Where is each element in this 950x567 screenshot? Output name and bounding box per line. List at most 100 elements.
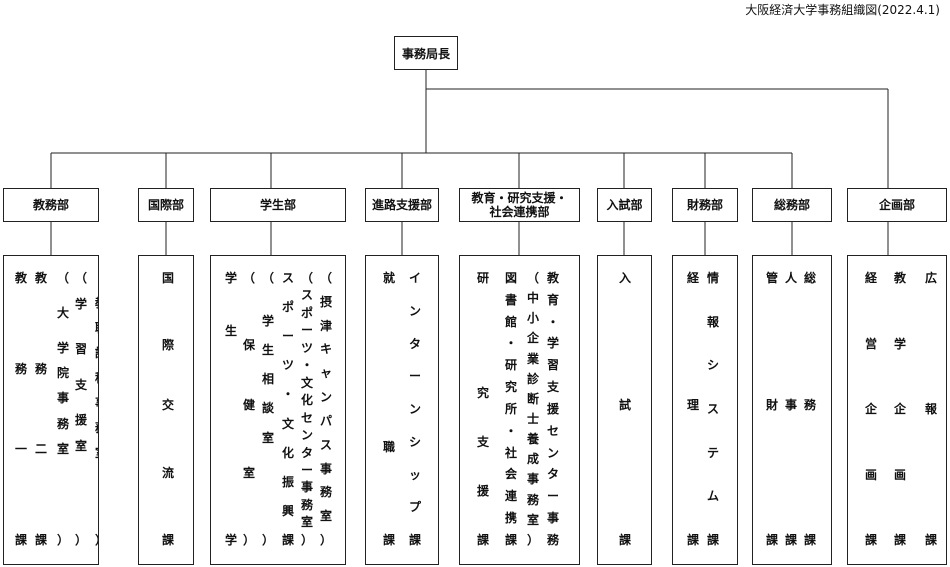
unit-char: 経 — [864, 271, 877, 285]
unit-char — [13, 468, 29, 479]
unit-char — [73, 286, 89, 296]
unit-char — [685, 429, 701, 437]
unit-char — [892, 483, 908, 499]
unit-char: ） — [526, 532, 539, 547]
unit-char — [241, 315, 257, 322]
unit-char — [863, 385, 879, 401]
unit-char — [617, 389, 633, 397]
unit-char: 事 — [300, 480, 313, 495]
unit-char — [783, 286, 799, 294]
unit-char: シ — [408, 434, 421, 449]
unit-char — [13, 511, 29, 522]
unit-char — [260, 466, 276, 473]
unit-char — [160, 413, 176, 420]
unit-char: 課 — [161, 532, 174, 547]
unit-char: ス — [706, 401, 719, 416]
unit-char: 交 — [161, 398, 174, 413]
unit-char: 院 — [56, 365, 69, 380]
unit-char: 国 — [161, 271, 174, 285]
unit-char — [764, 310, 780, 318]
unit-char — [73, 512, 89, 522]
unit-char — [13, 329, 29, 340]
unit-char — [475, 467, 491, 483]
unit-char: ー — [300, 323, 313, 338]
dept-name-line: 国際部 — [147, 198, 184, 212]
unit-char: 務 — [803, 398, 816, 413]
unit-char — [260, 335, 276, 342]
unit-char — [617, 342, 633, 350]
unit-char: 社 — [504, 445, 517, 460]
unit-char — [705, 474, 721, 488]
unit-char — [93, 411, 98, 420]
unit-char — [241, 435, 257, 442]
unit-char — [923, 286, 939, 302]
unit-char: 健 — [242, 398, 255, 413]
unit-char: 課 — [14, 533, 27, 548]
unit-char: 館 — [504, 314, 517, 329]
unit-char: ポ — [300, 305, 313, 320]
unit-char — [241, 457, 257, 464]
unit-char — [783, 373, 799, 381]
unit-char — [923, 336, 939, 352]
unit-char: （ — [300, 271, 313, 285]
unit-char — [160, 383, 176, 390]
unit-char — [260, 446, 276, 453]
unit-char: ス — [319, 437, 332, 452]
unit-char — [381, 455, 397, 466]
unit-char — [685, 326, 701, 334]
unit-char — [55, 356, 71, 365]
unit-char — [55, 286, 71, 295]
unit-char: ） — [261, 533, 274, 548]
unit-char: 支 — [546, 380, 559, 395]
unit-char: 課 — [281, 532, 294, 547]
dept-name-line: 社会連携部 — [489, 205, 550, 219]
unit-char — [617, 437, 633, 445]
unit-char — [923, 467, 939, 483]
unit-char — [802, 469, 818, 477]
unit-char — [260, 293, 276, 300]
unit-char: （ — [526, 271, 539, 285]
unit-char — [260, 472, 276, 479]
unit-char — [475, 417, 491, 433]
unit-char — [685, 373, 701, 381]
unit-char — [617, 294, 633, 302]
unit-char: ー — [281, 329, 294, 344]
unit-char — [33, 350, 49, 361]
unit-char — [73, 357, 89, 367]
unit-char: ス — [300, 288, 313, 303]
unit-char — [892, 286, 908, 302]
unit-char — [705, 461, 721, 475]
unit-char — [475, 516, 491, 532]
unit-char: 究 — [476, 385, 489, 400]
unit-char — [802, 524, 818, 532]
unit-char: 研 — [476, 271, 489, 285]
unit-char: 成 — [526, 452, 539, 467]
unit-char: 職 — [93, 320, 98, 336]
unit-char — [923, 417, 939, 433]
unit-char — [705, 431, 721, 445]
dept-box-zaimu: 財務部 — [672, 188, 738, 222]
unit-char — [802, 365, 818, 373]
unit-char: （ — [74, 271, 87, 285]
unit-char — [33, 500, 49, 511]
unit-char — [93, 470, 98, 479]
unit-char — [863, 499, 879, 515]
unit-char — [160, 286, 176, 293]
unit-char — [260, 387, 276, 394]
unit-char: 課 — [382, 533, 395, 548]
unit-char — [160, 361, 176, 368]
unit-char: 学 — [261, 313, 274, 328]
unit-char: 所 — [504, 401, 517, 416]
unit-char — [241, 503, 257, 510]
unit-column: 就職課 — [381, 270, 397, 548]
unit-char — [55, 466, 71, 475]
unit-char — [260, 286, 276, 293]
unit-char — [160, 457, 176, 464]
unit-char — [617, 453, 633, 461]
unit-char — [783, 524, 799, 532]
unit-char — [685, 357, 701, 365]
unit-char — [685, 461, 701, 469]
unit-char — [93, 505, 98, 514]
unit-char — [160, 443, 176, 450]
